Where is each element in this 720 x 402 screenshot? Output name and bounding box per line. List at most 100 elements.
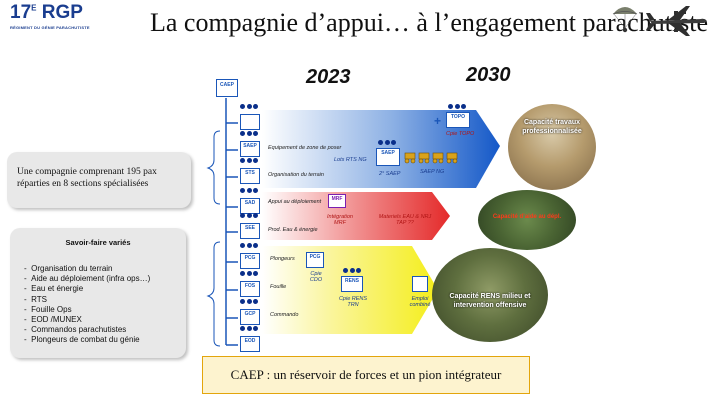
logo-number: 17 [10,2,32,23]
label-lots-rts: Lots RTS NG [334,157,367,163]
unit-fos: FOS [240,281,260,297]
label-cpie-topo: Cpie TOPO [446,131,475,137]
aircraft-icon [646,6,707,36]
conclusion-banner: CAEP : un réservoir de forces et un pion… [202,356,530,394]
unit-sad-label: SAD [244,200,256,206]
label-saep-ng: SAEP NG [420,169,445,175]
label-fouille: Fouille [270,284,287,290]
unit-sts: STS [240,168,260,184]
unit-dots [240,158,260,163]
vehicles-icon [404,152,458,164]
unit-gcp: GCP [240,309,260,325]
list-item-text: Commandos parachutistes [31,325,127,335]
unit-see-label: SEE [244,225,255,231]
logo-rgp: RGP [41,2,83,23]
unit-dots [240,131,260,136]
unit-eod: EOD [240,336,260,352]
label-commando: Commando [270,312,299,318]
label-appui-deploiement: Appui au déploiement [268,199,322,205]
list-item: - Commandos parachutistes [24,325,127,335]
panel-savoir-faire-title: Savoir-faire variés [65,238,131,247]
unit-2-saep-label: SAEP [381,150,395,156]
panel-compagnie-text: Une compagnie comprenant 195 pax réparti… [17,167,157,189]
unit-sts-label: STS [245,170,255,176]
savoir-faire-list: - Organisation du terrain - Aide au dépl… [24,264,150,346]
label-cpie-rens: Cpie RENS TRN [338,296,368,308]
unit-sad: SAD [240,198,260,214]
unit-dots [240,213,260,218]
unit-see: SEE [240,223,260,239]
year-2023: 2023 [306,66,351,88]
unit-topo-label: TOPO [450,114,466,120]
label-integration-mrf: Intégration MRF [327,214,353,226]
label-prod-eau: Prod. Eau & énergie [268,227,318,233]
photo-rens: Capacité RENS milieu et intervention off… [432,248,548,342]
unit-rens-label: RENS [345,278,359,284]
red-band [262,192,450,240]
logo-17rgp: 17E RGP [10,2,83,24]
unit-dots [240,299,260,304]
unit-dots [240,104,260,109]
unit-dots [240,188,260,193]
info-panel-savoir-faire: Savoir-faire variés - Organisation du te… [10,228,186,358]
unit-dots [343,268,363,273]
unit-caep: CAEP [216,79,238,97]
label-materiels-eau: Materiels EAU & NRJ TAP ?? [378,214,432,226]
label-plongeurs: Plongeurs [270,256,295,262]
plus-icon: + [434,114,442,128]
unit-pcg-label: PCG [244,255,256,261]
conclusion-text: CAEP : un réservoir de forces et un pion… [230,367,502,382]
list-item: - EOD /MUNEX [24,315,82,325]
unit-section-1 [240,114,260,130]
photo-travaux: Capacité travaux professionnalisée [508,104,596,190]
year-2030: 2030 [466,64,511,86]
info-panel-compagnie: Une compagnie comprenant 195 pax réparti… [7,152,191,208]
unit-caep-label: CAEP [220,82,234,88]
list-item: - Eau et énergie [24,284,84,294]
unit-dots [240,326,260,331]
circle-travaux-text: Capacité travaux professionnalisée [522,119,582,135]
label-organisation-terrain: Organisation du terrain [268,172,324,178]
unit-dots [378,140,398,145]
list-item-text: Organisation du terrain [31,264,113,273]
list-item-text: Plongeurs de combat du génie [31,335,140,345]
list-item: - Fouille Ops [24,304,72,314]
unit-cdo: PCG [306,252,324,268]
list-item-text: EOD /MUNEX [31,315,82,325]
circle-deploiement-text: Capacité d’aide au dépl. [492,214,562,220]
unit-eod-label: EOD [244,338,256,344]
list-item-text: Eau et énergie [31,284,84,294]
unit-saep: SAEP [240,141,260,157]
list-item: - Plongeurs de combat du génie [24,335,140,345]
unit-emploi [412,276,428,292]
unit-2-saep: SAEP [376,148,400,166]
unit-mrf: MRF [328,194,346,208]
unit-saep-label: SAEP [243,143,257,149]
unit-fos-label: FOS [244,283,256,289]
parachute-icon [612,7,638,33]
list-item: - Aide au déploiement (infra ops…) [24,274,151,284]
unit-dots [240,243,260,248]
list-item: - Organisation du terrain [24,264,113,273]
unit-mrf-label: MRF [331,196,343,202]
unit-dots [448,104,468,109]
list-item-text: RTS [31,294,47,304]
logo-sup: E [31,3,37,13]
unit-topo: TOPO [446,112,470,128]
unit-cdo-label: PCG [309,254,321,260]
circle-rens-text: Capacité RENS milieu et intervention off… [449,293,531,309]
photo-deploiement: Capacité d’aide au dépl. [478,190,576,250]
unit-pcg: PCG [240,253,260,269]
unit-gcp-label: GCP [244,311,256,317]
unit-rens: RENS [341,276,363,292]
label-emploi-combine: Emploi combiné [409,296,431,308]
list-item-text: Aide au déploiement (infra ops…) [31,274,151,284]
list-item: - RTS [24,294,47,304]
label-equipement-zdp: Equipement de zone de poser [268,145,342,151]
logo-subtitle: RÉGIMENT DU GÉNIE PARACHUTISTE [10,25,90,30]
label-cpie-cdo: Cpie CDO [309,271,323,283]
list-item-text: Fouille Ops [31,304,72,314]
unit-dots [240,271,260,276]
label-2-saep: 2° SAEP [379,171,401,177]
